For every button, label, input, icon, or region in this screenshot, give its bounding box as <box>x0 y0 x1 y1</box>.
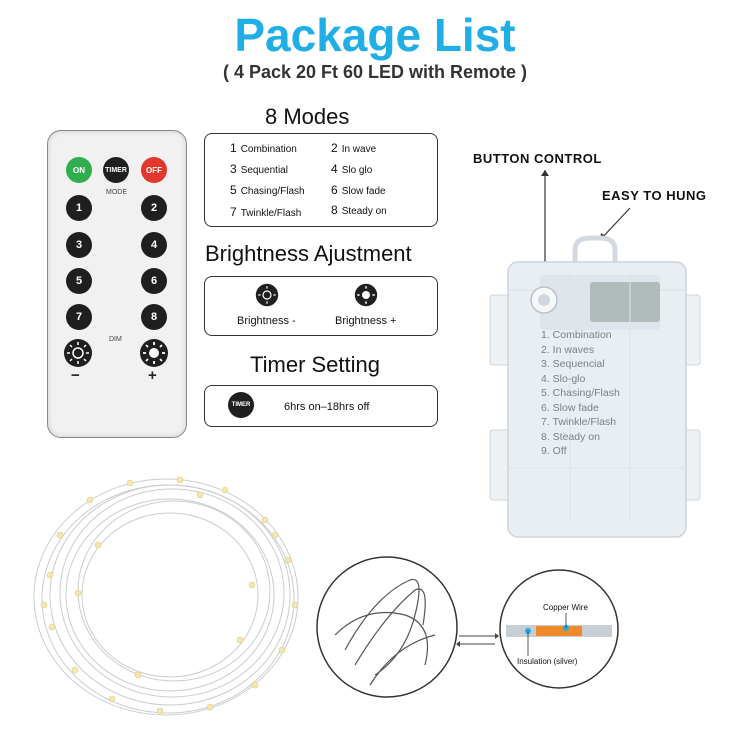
button-control-callout: BUTTON CONTROL <box>473 151 602 166</box>
brightness-heading: Brightness Ajustment <box>205 241 412 266</box>
remote-key-8: 8 <box>141 304 167 330</box>
brightness-down-icon <box>255 283 279 307</box>
remote-key-7: 7 <box>66 304 92 330</box>
battery-mode-item: 9. Off <box>541 445 567 457</box>
copper-wire-label: Copper Wire <box>543 603 588 612</box>
brightness-down-icon <box>64 339 92 367</box>
brightness-down-label: Brightness - <box>237 315 296 327</box>
remote-key-3: 3 <box>66 232 92 258</box>
remote-plus-label: + <box>148 367 157 384</box>
remote-on-button: ON <box>66 157 92 183</box>
remote-minus-label: − <box>71 367 80 384</box>
battery-mode-item: 2. In waves <box>541 344 595 356</box>
remote-mode-label: MODE <box>106 189 127 196</box>
battery-mode-item: 7. Twinkle/Flash <box>541 416 617 428</box>
remote-key-6: 6 <box>141 268 167 294</box>
led-string-coil-image <box>33 476 299 716</box>
easy-to-hang-callout: EASY TO HUNG <box>602 188 707 203</box>
brightness-up-icon <box>140 339 168 367</box>
page-subtitle: ( 4 Pack 20 Ft 60 LED with Remote ) <box>222 62 528 82</box>
modes-box <box>204 133 438 227</box>
battery-mode-item: 5. Chasing/Flash <box>541 387 620 399</box>
battery-mode-item: 4. Slo-glo <box>541 373 586 385</box>
remote-key-4: 4 <box>141 232 167 258</box>
brightness-up-label: Brightness + <box>335 315 397 327</box>
remote-dim-label: DIM <box>109 336 122 343</box>
brightness-box <box>204 276 438 336</box>
modes-heading: 8 Modes <box>265 104 350 129</box>
wire-zoom-image <box>316 556 458 698</box>
remote-key-5: 5 <box>66 268 92 294</box>
timer-heading: Timer Setting <box>250 352 381 377</box>
compare-arrows-icon <box>456 633 499 647</box>
page-title: Package List <box>234 9 516 61</box>
remote-key-2: 2 <box>141 195 167 221</box>
battery-box-illustration <box>489 235 701 538</box>
timer-text: 6hrs on–18hrs off <box>284 401 370 413</box>
timer-icon: TIMER <box>228 392 254 418</box>
wire-cross-section-image <box>499 569 619 689</box>
remote-control: ON TIMER OFF MODE 1 2 3 4 5 6 7 8 DIM − … <box>47 130 187 438</box>
battery-mode-item: 8. Steady on <box>541 431 600 443</box>
brightness-up-icon <box>354 283 378 307</box>
remote-key-1: 1 <box>66 195 92 221</box>
battery-mode-item: 6. Slow fade <box>541 402 599 414</box>
battery-mode-item: 1. Combination <box>541 329 612 341</box>
remote-off-button: OFF <box>141 157 167 183</box>
insulation-label: Insulation (silver) <box>517 657 578 666</box>
battery-mode-item: 3. Sequencial <box>541 358 605 370</box>
remote-timer-button: TIMER <box>103 157 129 183</box>
